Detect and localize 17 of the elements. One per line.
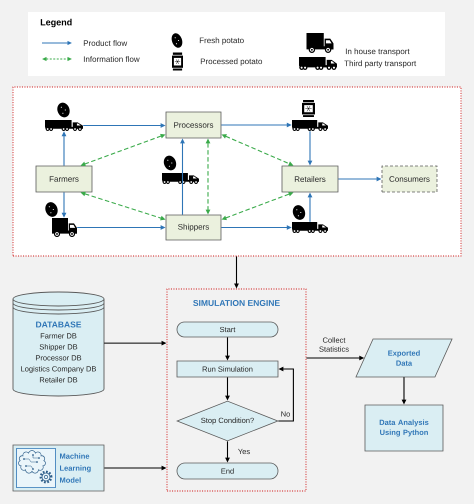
process-box: Shippers (166, 214, 222, 240)
process-box: Retailers (282, 166, 338, 192)
legend-title: Legend (40, 18, 72, 28)
dashed-box: Consumers (382, 166, 438, 192)
legend-text: Fresh potato (200, 37, 244, 45)
arrow (278, 366, 294, 422)
legend-text: Processed potato (200, 58, 262, 66)
semi-truck-icon (45, 120, 83, 131)
process-box: Farmers (36, 166, 92, 192)
legend-text: Information flow (84, 56, 140, 62)
legend-text: Product flow (84, 40, 128, 46)
legend-text: In house transport (346, 48, 410, 56)
semi-truck-icon (292, 222, 328, 233)
semi-truck-icon (292, 120, 328, 131)
process-box: Processors (166, 112, 222, 138)
legend-text: Third party transport (344, 60, 416, 68)
truck-icon (52, 218, 77, 237)
